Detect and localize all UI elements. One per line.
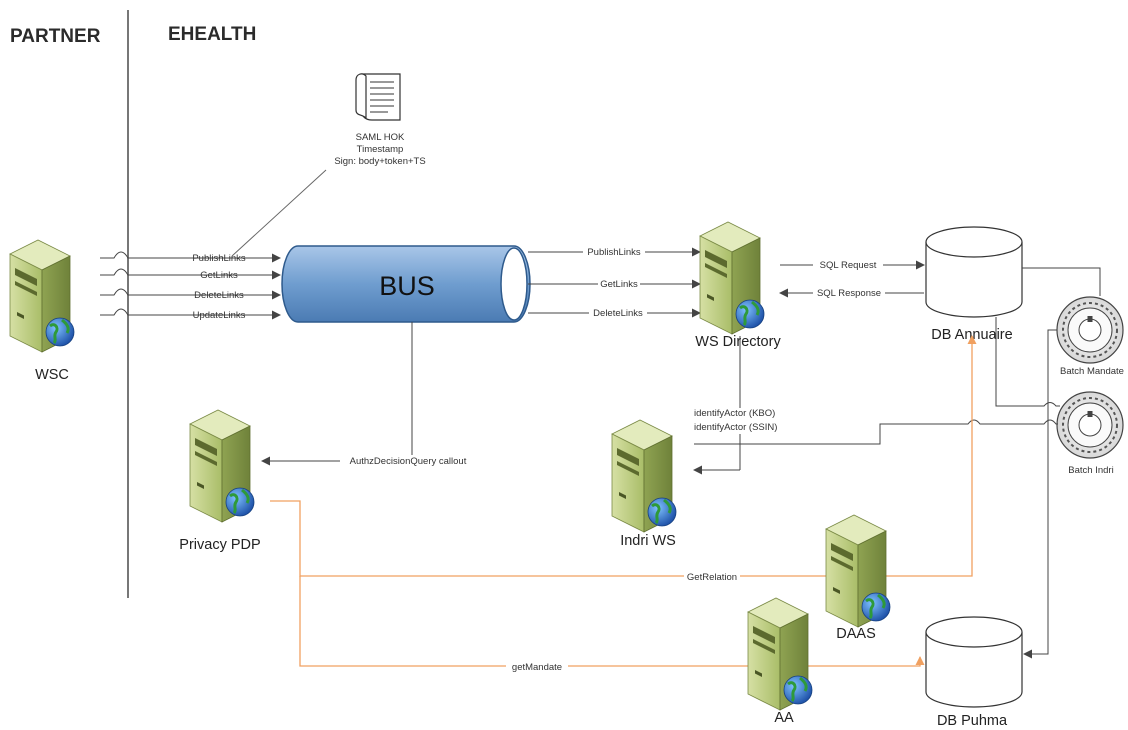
batch-indri-label: Batch Indri [1068, 465, 1113, 476]
saml-document-icon [355, 73, 401, 121]
edge-identify-actor-ssin: identifyActor (SSIN) [694, 422, 777, 433]
edge-sql-response: SQL Response [817, 288, 881, 299]
edge-delete-links-out: DeleteLinks [593, 308, 643, 319]
orange-connectors [270, 335, 977, 667]
wsc-server-icon [8, 238, 76, 354]
batch-mandate-label: Batch Mandate [1060, 366, 1124, 377]
bus-label: BUS [379, 271, 435, 301]
batch-indri-gear-icon [1056, 391, 1124, 459]
daas-label: DAAS [836, 626, 876, 642]
indri-ws-server-icon [610, 418, 678, 534]
daas-server-icon [824, 513, 892, 629]
edge-sql-request: SQL Request [820, 260, 877, 271]
ehealth-zone-label: EHEALTH [168, 24, 257, 45]
bus-cylinder [281, 245, 531, 323]
db-puhma-label: DB Puhma [937, 713, 1008, 729]
indri-ws-label: Indri WS [620, 533, 676, 549]
edge-identify-actor-kbo: identifyActor (KBO) [694, 408, 775, 419]
saml-note-line1: SAML HOK [356, 132, 405, 143]
wsc-bus-connectors [100, 251, 281, 320]
saml-note-line3: Sign: body+token+TS [334, 156, 425, 167]
db-annuaire-cylinder [925, 226, 1023, 318]
edge-get-links-out: GetLinks [600, 279, 638, 290]
edge-publish-links-out: PublishLinks [587, 247, 641, 258]
edge-authz-decision-query: AuthzDecisionQuery callout [350, 456, 467, 467]
edge-publish-links-in: PublishLinks [192, 253, 246, 264]
edge-update-links-in: UpdateLinks [193, 310, 246, 321]
wsc-label: WSC [35, 367, 69, 383]
aa-label: AA [774, 710, 794, 726]
batch-connectors [995, 267, 1101, 659]
db-puhma-cylinder [925, 616, 1023, 708]
identify-connectors [693, 336, 1058, 475]
edge-get-links-in: GetLinks [200, 270, 238, 281]
saml-leader-line [231, 169, 327, 257]
batch-mandate-gear-icon [1056, 296, 1124, 364]
edge-get-relation: GetRelation [687, 572, 737, 583]
authz-connector [261, 322, 413, 466]
ws-directory-server-icon [698, 220, 766, 336]
privacy-pdp-server-icon [188, 408, 256, 524]
privacy-pdp-label: Privacy PDP [179, 537, 260, 553]
edge-get-mandate: getMandate [512, 662, 562, 673]
saml-note-line2: Timestamp [357, 144, 404, 155]
aa-server-icon [746, 596, 814, 712]
partner-zone-label: PARTNER [10, 26, 101, 47]
edge-delete-links-in: DeleteLinks [194, 290, 244, 301]
ws-directory-label: WS Directory [695, 334, 781, 350]
